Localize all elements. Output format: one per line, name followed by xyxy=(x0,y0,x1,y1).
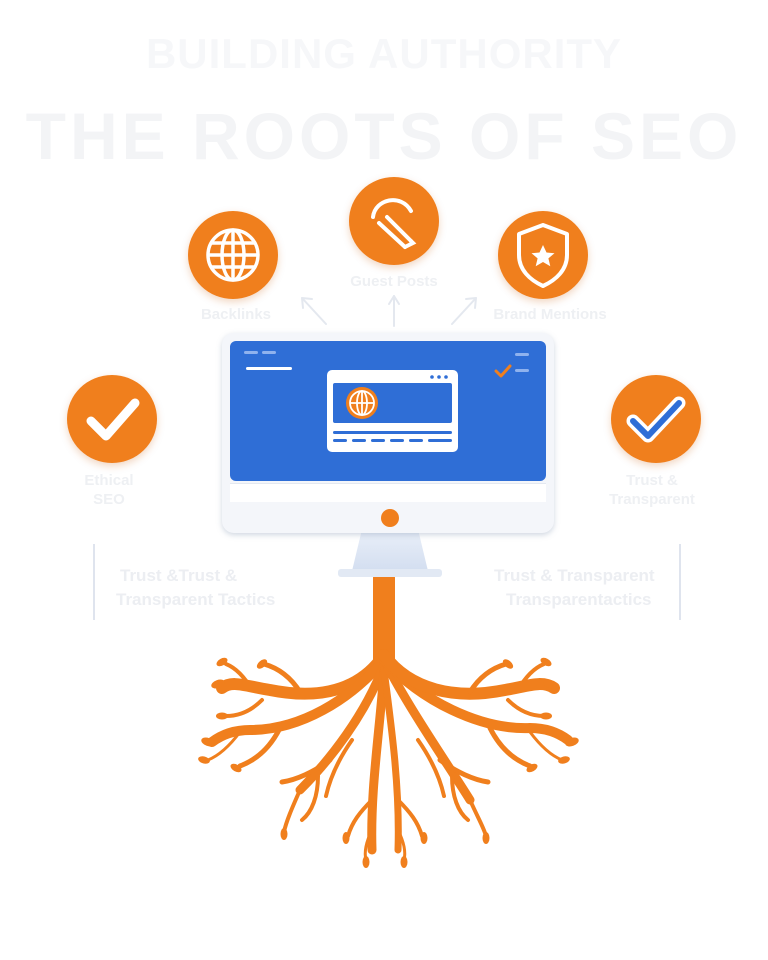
page-title: THE ROOTS OF SEO xyxy=(25,99,743,173)
monitor-stand-base xyxy=(338,569,442,577)
guest-posts-label: Guest Posts xyxy=(350,273,438,290)
left-caption-line2: Transparent Tactics xyxy=(116,590,276,609)
trust-transparent-node xyxy=(611,375,701,463)
trust-transparent-label: Trust & Transparent xyxy=(609,472,695,508)
pen-icon xyxy=(371,198,417,249)
screen-content xyxy=(244,351,529,452)
brand-mentions-node xyxy=(498,211,588,299)
ethical-seo-label: Ethical SEO xyxy=(84,472,134,508)
header-title: BUILDING AUTHORITY xyxy=(145,30,623,77)
backlinks-node xyxy=(188,211,278,299)
monitor-bezel xyxy=(230,483,546,502)
monitor-stand xyxy=(352,533,428,571)
left-caption-line1: Trust &Trust & xyxy=(120,566,238,585)
right-caption-line2: Transparentactics xyxy=(506,590,652,609)
power-dot xyxy=(381,509,399,527)
backlinks-label: Backlinks xyxy=(200,306,272,323)
ethical-seo-node xyxy=(67,375,157,463)
right-caption-line1: Trust & Transparent xyxy=(494,566,655,585)
double-check-icon xyxy=(626,396,686,443)
guest-posts-node xyxy=(349,177,439,265)
monitor-screen xyxy=(230,341,546,481)
left-divider xyxy=(93,544,95,620)
globe-icon xyxy=(206,228,260,282)
brand-mentions-label: Brand Mentions xyxy=(493,306,607,323)
monitor xyxy=(222,333,554,533)
right-divider xyxy=(679,544,681,620)
shield-star-icon xyxy=(517,223,569,288)
checkmark-icon xyxy=(86,398,140,441)
